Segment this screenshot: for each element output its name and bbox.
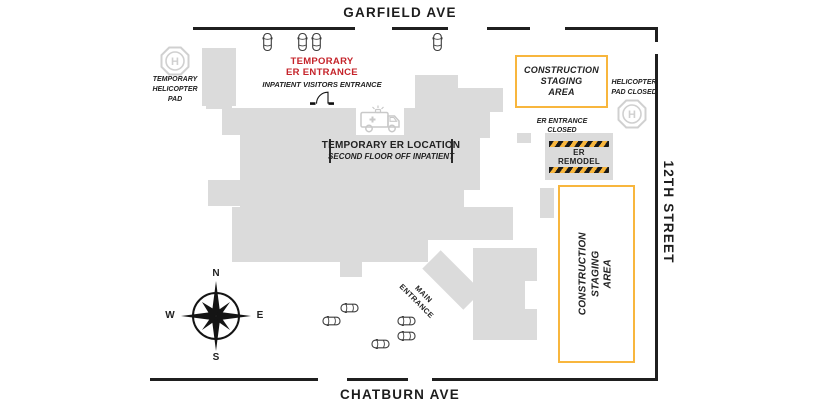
building-footprint [517,133,531,143]
compass-rose-icon [181,281,251,351]
building-footprint [460,112,490,138]
twelfth-street-curb [655,27,658,42]
helipad-letter: H [171,56,179,68]
building-footprint [232,207,428,262]
building-footprint [208,180,242,206]
building-footprint [473,309,537,340]
garfield-ave-curb [193,27,355,30]
inpatient-visitors-entrance-label: INPATIENT VISITORS ENTRANCE [262,80,382,89]
building-footprint [240,135,464,207]
staging-bottom-line: AREA [602,259,614,289]
temporary-er-location-subtitle: SECOND FLOOR OFF INPATIENT [328,152,454,161]
building-footprint [540,188,554,218]
garfield-ave-curb [392,27,448,30]
temporary-helipad-line: HELICOPTER [152,86,198,94]
car-icon [371,339,390,349]
chatburn-ave-label: CHATBURN AVE [340,387,460,402]
temporary-er-location-title: TEMPORARY ER LOCATION [321,140,461,151]
helipad-closed-icon: H [617,99,647,129]
helipad-letter: H [628,109,636,121]
chatburn-ave-curb [432,378,658,381]
er-entrance-closed-line: ER ENTRANCE [536,118,588,125]
building-footprint [473,248,537,281]
compass-west-label: W [165,310,175,321]
chatburn-ave-curb [347,378,408,381]
temporary-er-entrance-line: TEMPORARY [290,56,354,67]
helipad-closed-line: HELICOPTER [611,79,657,86]
temporary-er-entrance-line: ER ENTRANCE [286,67,358,79]
building-footprint [462,135,480,190]
temporary-er-location-label: TEMPORARY ER LOCATION SECOND FLOOR OFF I… [320,140,462,162]
construction-staging-area-top: CONSTRUCTION STAGING AREA [515,55,608,108]
car-icon [260,32,276,52]
twelfth-street-curb [655,54,658,381]
staging-bottom-line: STAGING [590,250,602,298]
staging-top-line: AREA [548,87,575,98]
hazard-stripe-icon [549,167,609,173]
er-remodel-line: REMODEL [557,157,601,167]
staging-top-line: CONSTRUCTION [524,64,599,75]
building-footprint [415,75,458,111]
label-divider-bar [451,139,453,163]
car-icon [322,316,341,326]
car-icon [430,32,446,52]
car-icon [397,316,416,326]
building-footprint [222,108,462,135]
helipad-closed-line: PAD CLOSED [611,88,657,96]
chatburn-ave-curb [150,378,318,381]
temporary-helipad-line: PAD [167,96,183,104]
car-icon [295,32,311,52]
building-footprint [428,207,513,240]
car-icon [397,331,416,341]
compass-north-label: N [212,268,220,279]
temporary-helipad-line: TEMPORARY [152,76,198,83]
er-entrance-closed-label: ER ENTRANCE CLOSED [532,117,592,136]
temporary-helipad-label: TEMPORARY HELICOPTER PAD [143,75,207,105]
car-icon [309,32,325,52]
building-footprint [458,88,503,112]
construction-staging-area-bottom: CONSTRUCTION STAGING AREA [558,185,635,363]
temporary-er-entrance-label: TEMPORARY ER ENTRANCE [272,56,372,79]
garfield-ave-label: GARFIELD AVE [343,5,457,20]
building-footprint [206,95,232,109]
er-entrance-closed-line: CLOSED [547,127,577,135]
helipad-closed-label: HELICOPTER PAD CLOSED [607,78,661,98]
car-icon [340,303,359,313]
compass-south-label: S [212,352,220,363]
garfield-ave-curb [487,27,530,30]
label-divider-bar [329,139,331,163]
compass-east-label: E [256,310,264,321]
ambulance-icon [360,105,400,133]
er-remodel-label: ER REMODEL [545,148,613,166]
building-footprint [473,281,525,309]
twelfth-street-label: 12TH STREET [661,160,677,264]
staging-bottom-line: CONSTRUCTION [577,232,589,316]
hazard-stripe-icon [549,141,609,147]
door-icon [310,91,334,105]
building-footprint [340,262,362,277]
staging-top-line: STAGING [540,75,583,86]
er-remodel-line: ER [573,148,585,157]
helipad-icon: H [160,46,190,76]
garfield-ave-curb [565,27,658,30]
